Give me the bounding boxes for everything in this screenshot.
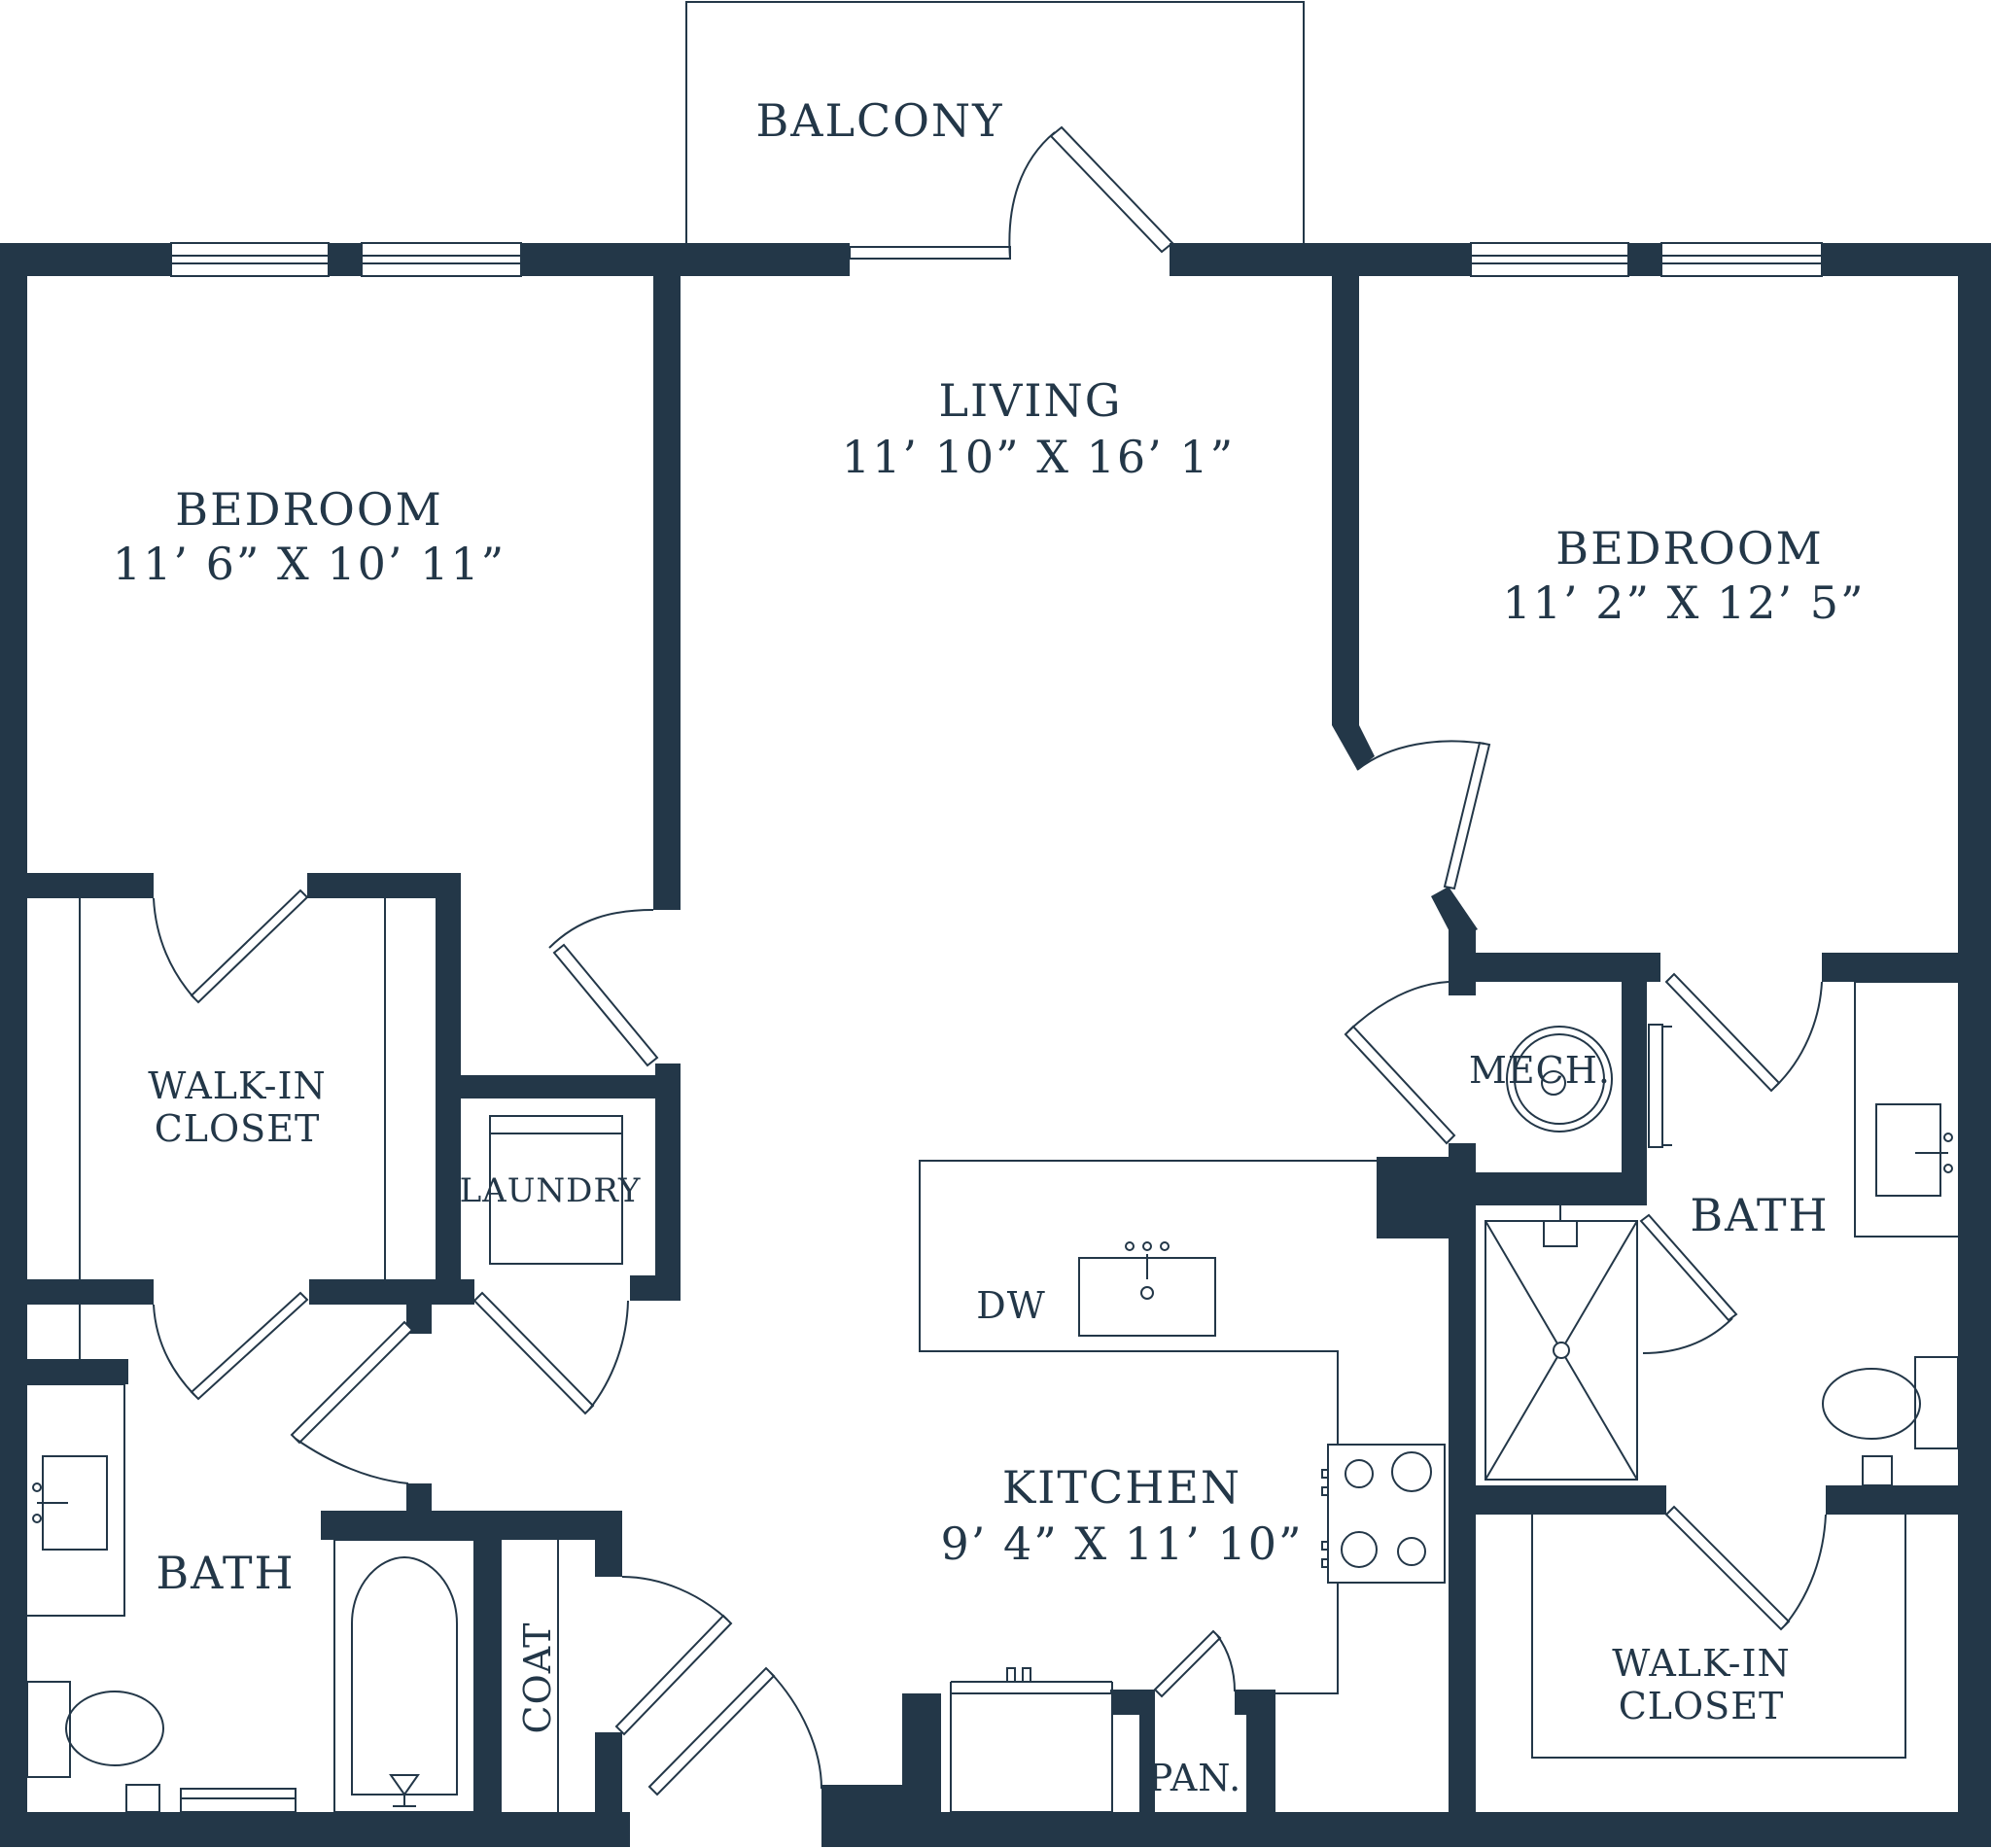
kitchen-sink-icon [1078, 1241, 1216, 1337]
door-coat [614, 1576, 733, 1736]
label-balcony: BALCONY [755, 94, 1003, 147]
label-living: LIVING [938, 374, 1122, 427]
kitchen-counter [919, 1160, 1377, 1694]
door-pantry [1153, 1629, 1236, 1698]
door-bath-right [1664, 972, 1823, 1093]
vanity-right-icon [1854, 981, 1958, 1238]
door-closet-right [1664, 1505, 1827, 1631]
stove-icon [1321, 1444, 1446, 1584]
door-entry [647, 1666, 822, 1796]
door-bath-left [290, 1320, 414, 1484]
laundry-machine-icon [489, 1115, 623, 1265]
label-kitchen: KITCHEN [1002, 1461, 1241, 1514]
label-closet-left-1: WALK-IN [148, 1064, 327, 1107]
label-bath-left: BATH [156, 1547, 295, 1599]
water-heater-icon [1506, 1026, 1613, 1133]
closet-left-shelves [79, 898, 386, 1359]
door-bedroom-right [1356, 740, 1491, 890]
door-bedroom-left [548, 909, 659, 1067]
label-mech: MECH. [1469, 1049, 1611, 1092]
label-closet-left-2: CLOSET [155, 1107, 321, 1150]
balcony-door [849, 125, 1218, 276]
balcony-outline [685, 1, 1305, 243]
label-dw: DW [976, 1284, 1046, 1327]
door-shower [1639, 1213, 1738, 1354]
label-closet-right-1: WALK-IN [1612, 1642, 1791, 1685]
vanity-left-icon [27, 1383, 125, 1617]
window-top-left [170, 242, 522, 277]
label-closet-right-2: CLOSET [1619, 1685, 1785, 1727]
label-bedroom-left: BEDROOM [175, 483, 442, 536]
door-closet-left-bottom [153, 1291, 309, 1401]
door-closet-left-top [153, 889, 309, 1004]
label-pantry: PAN. [1148, 1757, 1241, 1799]
toilet-right-icon [1822, 1356, 1959, 1486]
label-bedroom-left-dims: 11’ 6” X 10’ 11” [113, 538, 506, 590]
label-laundry: LAUNDRY [460, 1171, 642, 1210]
door-mech [1344, 981, 1456, 1145]
label-kitchen-dims: 9’ 4” X 11’ 10” [940, 1517, 1303, 1570]
toilet-left-icon [26, 1681, 164, 1778]
window-top-right [1470, 242, 1823, 277]
closet-right-shelves [1531, 1515, 1906, 1759]
interior-walls [27, 276, 1958, 1847]
label-bedroom-right: BEDROOM [1555, 522, 1823, 575]
label-living-dims: 11’ 10” X 16’ 1” [842, 431, 1235, 483]
towel-bar-icon [125, 1784, 297, 1813]
refrigerator-icon [950, 1667, 1113, 1813]
mech-rod-icon [1648, 1024, 1672, 1148]
bathtub-icon [333, 1539, 475, 1813]
label-bath-right: BATH [1690, 1189, 1829, 1241]
door-laundry [472, 1291, 629, 1415]
label-coat: COAT [516, 1622, 559, 1734]
label-bedroom-right-dims: 11’ 2” X 12’ 5” [1502, 576, 1865, 629]
shower-icon [1485, 1205, 1638, 1481]
exterior-walls [0, 243, 1991, 1847]
